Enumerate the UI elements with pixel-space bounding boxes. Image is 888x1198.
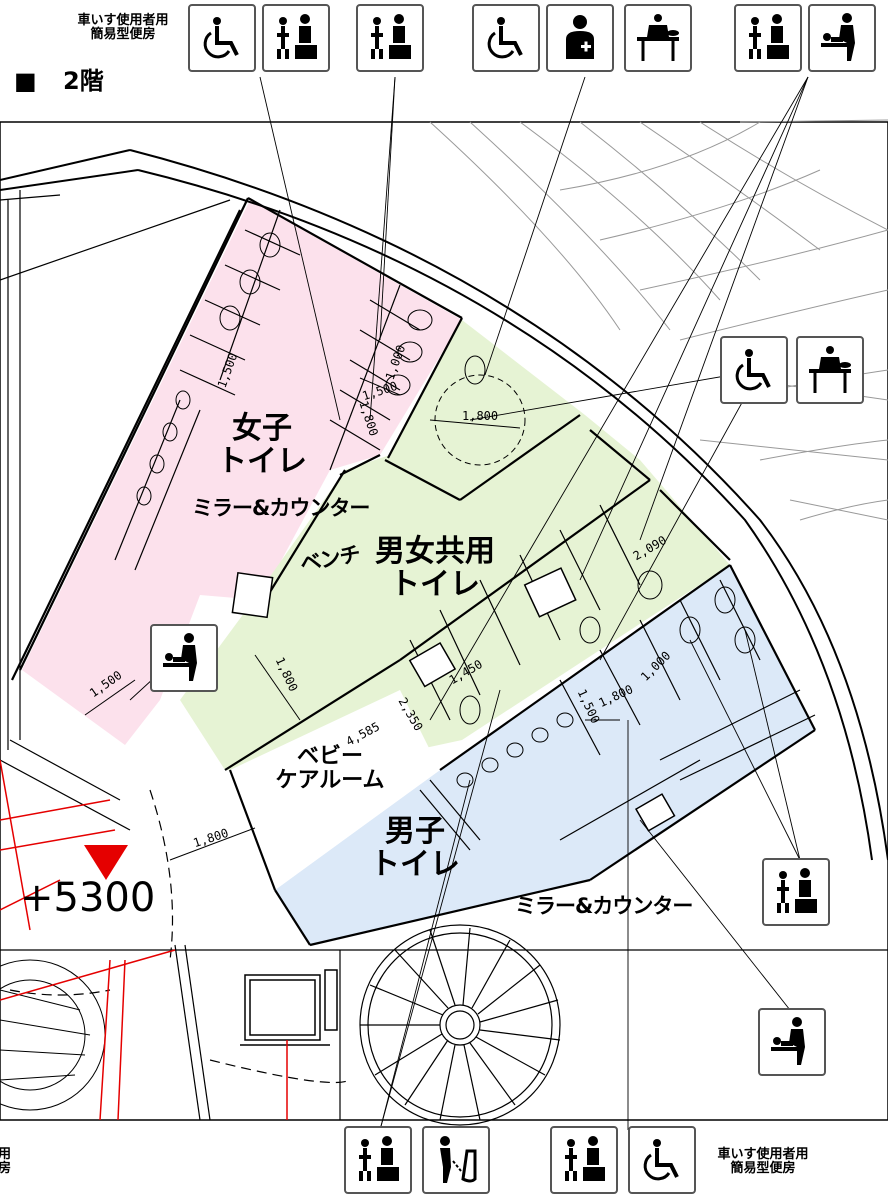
wheelchair-icon [472, 4, 540, 72]
child-and-adult-toilet-icon [262, 4, 330, 72]
mens-toilet-label: 男子 トイレ [365, 815, 465, 881]
accessible-toilet-label-top-line1: 車いす使用者用 [77, 13, 169, 28]
adult-changing-bed-icon [624, 4, 692, 72]
elevation-label: +5300 [20, 875, 156, 921]
floor-marker: ■ [14, 67, 37, 95]
shared-toilet-area [180, 320, 730, 775]
accessible-toilet-label-bottom-line2: 簡易型便房 [730, 1161, 796, 1177]
mens-toilet-area [275, 565, 815, 945]
babycare-room-label-line2: ケアルーム [275, 768, 385, 794]
accessible-toilet-label-cut: 用 房 [0, 1147, 12, 1177]
shared-toilet-label-line1: 男女共用 [375, 534, 495, 569]
ostomate-icon [546, 4, 614, 72]
child-and-adult-toilet-icon [762, 858, 830, 926]
mens-toilet-label-line1: 男子 [385, 814, 445, 849]
accessible-toilet-label-top-line2: 簡易型便房 [90, 27, 156, 43]
shared-toilet-label: 男女共用 トイレ [360, 535, 510, 601]
mirror-counter-men-label: ミラー&カウンター [515, 894, 693, 918]
accessible-toilet-label-bottom: 車いす使用者用 簡易型便房 [702, 1147, 824, 1177]
shared-toilet-label-line2: トイレ [390, 567, 480, 602]
dimension-label: 1,800 [462, 409, 499, 423]
baby-changing-icon [808, 4, 876, 72]
babycare-area [230, 690, 440, 890]
accessible-toilet-label-cut-line1: 用 [0, 1147, 12, 1162]
mirror-counter-women-label: ミラー&カウンター [192, 496, 370, 520]
accessible-toilet-label-bottom-line1: 車いす使用者用 [717, 1147, 809, 1162]
mens-toilet-label-line2: トイレ [370, 847, 460, 882]
wheelchair-icon [188, 4, 256, 72]
child-and-adult-toilet-icon [734, 4, 802, 72]
baby-changing-icon [150, 624, 218, 692]
babycare-room-label: ベビー ケアルーム [275, 744, 385, 794]
babycare-room-label-line1: ベビー [296, 744, 363, 769]
womens-toilet-label: 女子 トイレ [212, 412, 312, 478]
baby-changing-icon [758, 1008, 826, 1076]
child-and-adult-toilet-icon [550, 1126, 618, 1194]
child-and-adult-toilet-icon [344, 1126, 412, 1194]
wheelchair-icon [628, 1126, 696, 1194]
womens-toilet-label-line1: 女子 [232, 411, 292, 446]
wheelchair-icon [720, 336, 788, 404]
accessible-toilet-label-top: 車いす使用者用 簡易型便房 [62, 13, 184, 43]
womens-toilet-area [22, 200, 462, 745]
floor-label: 2階 [63, 67, 104, 95]
level-marker [84, 845, 128, 880]
accessible-toilet-label-cut-line2: 房 [0, 1161, 12, 1177]
urinal-icon [422, 1126, 490, 1194]
adult-changing-bed-icon [796, 336, 864, 404]
child-and-adult-toilet-icon [356, 4, 424, 72]
womens-toilet-label-line2: トイレ [217, 444, 307, 479]
